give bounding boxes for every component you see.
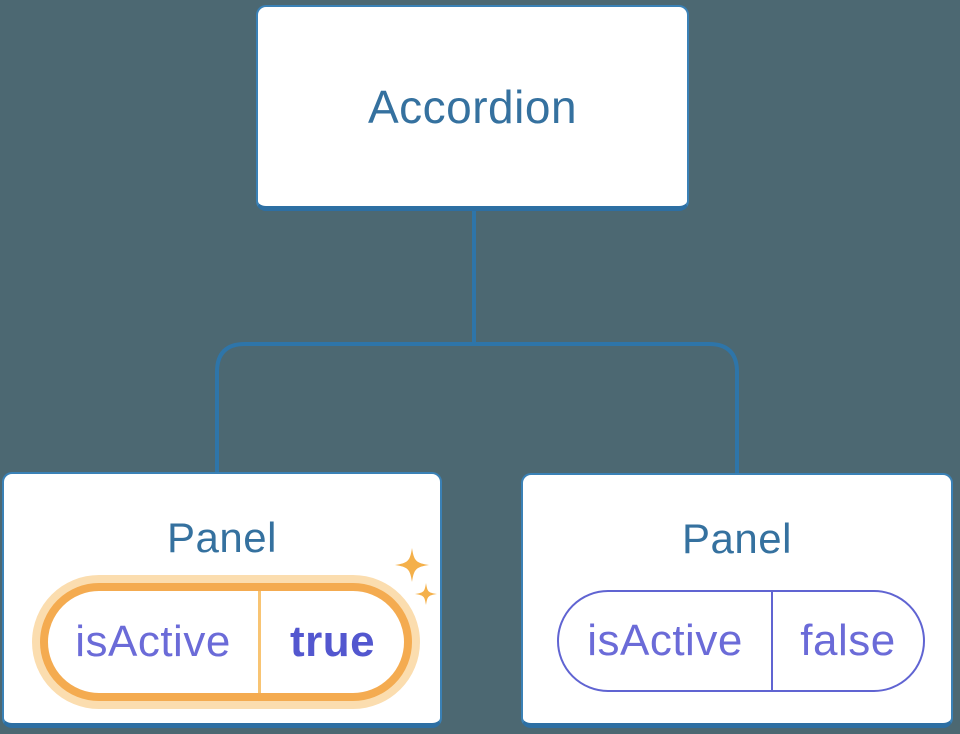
state-prop-value: true bbox=[289, 617, 376, 666]
panel-node-label: Panel bbox=[167, 514, 277, 561]
tree-node-accordion: Accordion bbox=[256, 5, 689, 211]
connector-branch bbox=[215, 342, 739, 476]
pill-divider bbox=[771, 592, 773, 690]
panel-node-label: Panel bbox=[682, 515, 792, 562]
state-prop-name: isActive bbox=[75, 617, 231, 666]
pill-divider bbox=[258, 591, 261, 693]
state-pill-active: isActive true bbox=[40, 583, 412, 701]
state-prop-name: isActive bbox=[587, 616, 743, 665]
sparkles-icon bbox=[395, 548, 437, 605]
state-pill-inactive: isActive false bbox=[557, 590, 925, 692]
tree-node-panel-active: Panel isActive true bbox=[2, 472, 442, 728]
tree-node-panel-inactive: Panel isActive false bbox=[521, 473, 953, 728]
state-prop-value: false bbox=[800, 616, 896, 665]
accordion-node-label: Accordion bbox=[367, 80, 578, 133]
